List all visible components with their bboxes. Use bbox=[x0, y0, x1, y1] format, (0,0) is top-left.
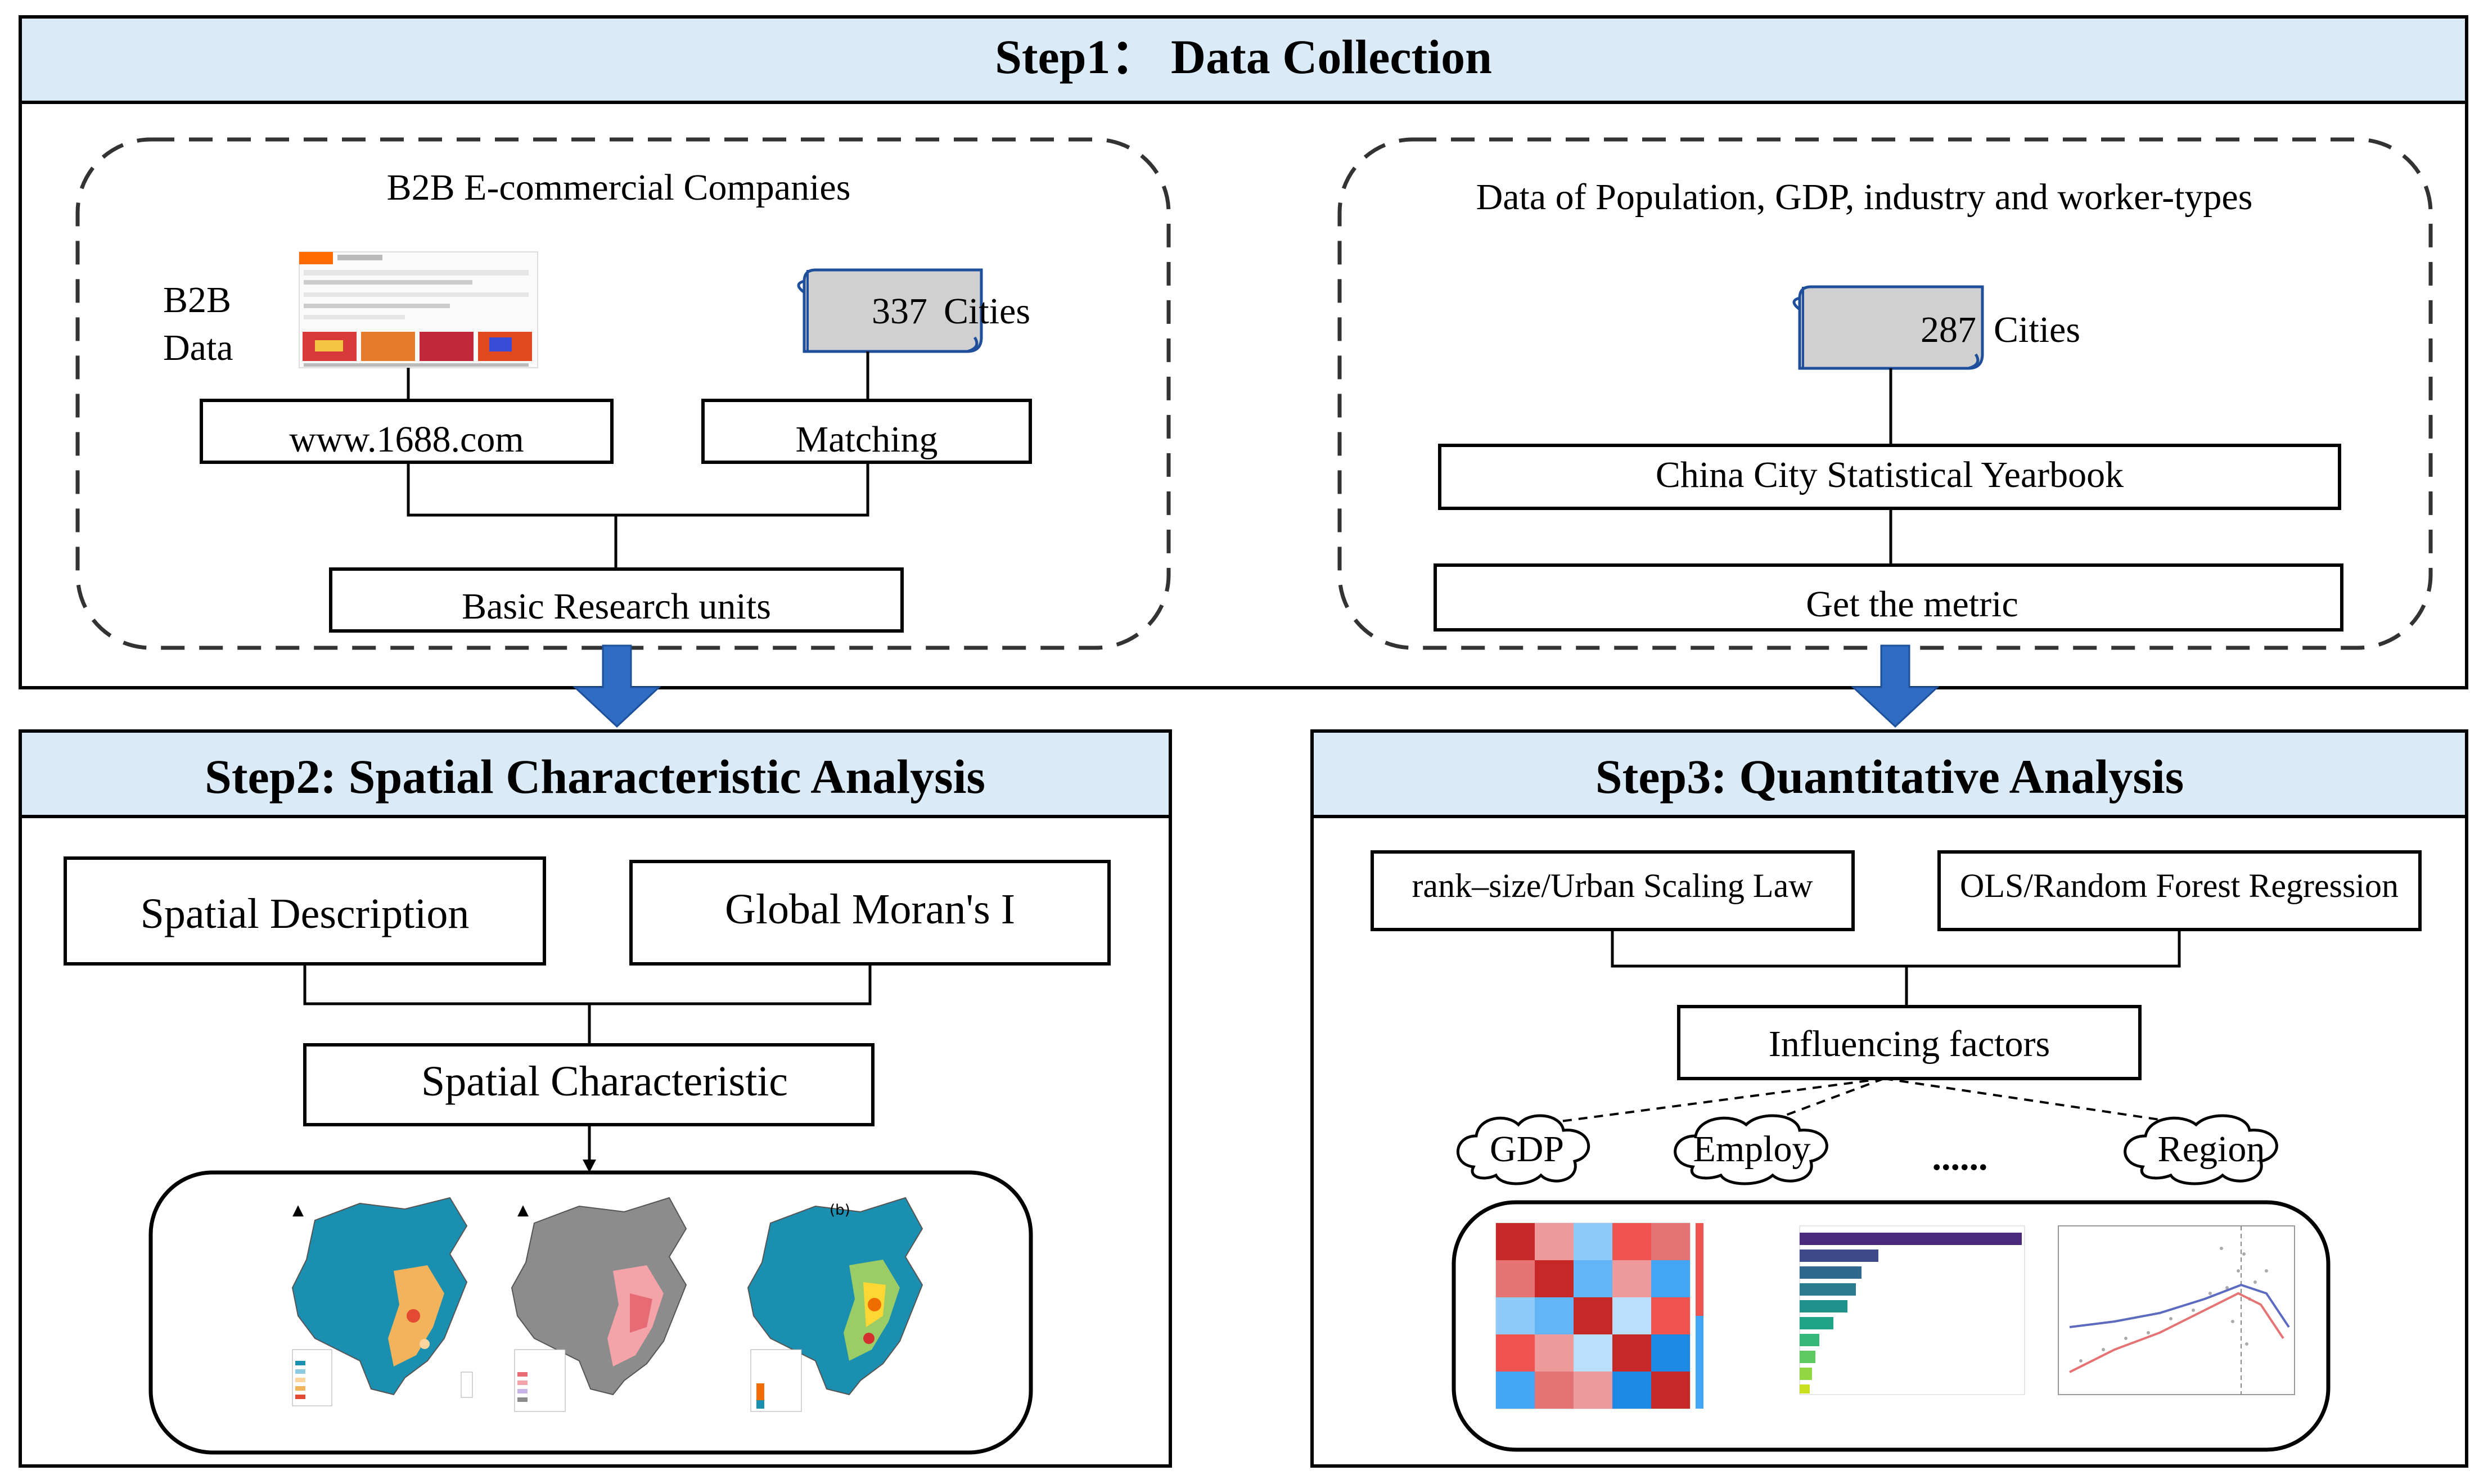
connector-merge-step2 bbox=[303, 964, 872, 1005]
scroll-icon bbox=[797, 268, 983, 353]
rank-size-box bbox=[1371, 850, 1855, 931]
svg-text:(b): (b) bbox=[830, 1202, 850, 1219]
global-morans-i-box bbox=[629, 860, 1111, 966]
get-metric-box bbox=[1434, 563, 2343, 632]
b2b-data-label-line1: B2B bbox=[163, 279, 231, 321]
step2-section: Step2: Spatial Characteristic Analysis S… bbox=[19, 729, 1172, 1468]
matching-box bbox=[701, 399, 1032, 464]
step3-header bbox=[1310, 729, 2468, 818]
statistics-group-title: Data of Population, GDP, industry and wo… bbox=[1476, 177, 2253, 218]
cloud-icon bbox=[1674, 1114, 1828, 1185]
yearbook-box bbox=[1438, 444, 2341, 510]
factors-ellipsis: ...... bbox=[1932, 1137, 1988, 1178]
heatmap-thumbnail bbox=[1495, 1223, 1703, 1409]
yearbook-box-label: China City Statistical Yearbook bbox=[1656, 454, 2124, 495]
step1-header bbox=[19, 15, 2468, 104]
step1-title: Step1： Data Collection bbox=[995, 30, 1492, 84]
website-box bbox=[200, 399, 614, 464]
influencing-factors-box bbox=[1677, 1005, 2142, 1080]
svg-text:▲: ▲ bbox=[517, 1202, 529, 1219]
get-metric-label: Get the metric bbox=[1806, 584, 2018, 625]
statistics-cities-count: 287 bbox=[1921, 309, 1976, 350]
cloud-icon bbox=[1457, 1114, 1590, 1185]
influencing-factors-label: Influencing factors bbox=[1769, 1023, 2050, 1064]
b2b-cities-count: 337 bbox=[872, 291, 927, 332]
arrow-down-icon bbox=[1851, 644, 1940, 728]
cloud-icon bbox=[2124, 1114, 2278, 1185]
bar-chart-thumbnail bbox=[1799, 1225, 2025, 1395]
ols-random-forest-label: OLS/Random Forest Regression bbox=[1960, 867, 2399, 904]
rank-size-label: rank–size/Urban Scaling Law bbox=[1412, 867, 1813, 904]
basic-research-units-label: Basic Research units bbox=[462, 586, 771, 627]
factor-gdp-label: GDP bbox=[1490, 1129, 1564, 1170]
global-morans-i-label: Global Moran's I bbox=[725, 886, 1015, 933]
b2b-data-label-line2: Data bbox=[163, 327, 233, 368]
matching-box-label: Matching bbox=[796, 419, 938, 460]
scatter-plot-thumbnail bbox=[2058, 1225, 2295, 1395]
china-map-thumbnail: (b) bbox=[747, 1197, 923, 1412]
arrow-head-icon bbox=[583, 1160, 596, 1172]
connector-merge-left bbox=[407, 462, 869, 517]
spatial-description-label: Spatial Description bbox=[141, 890, 470, 937]
arrow-down-icon bbox=[573, 644, 661, 728]
basic-research-units-box bbox=[329, 567, 904, 633]
china-map-thumbnail: ▲ bbox=[511, 1197, 687, 1412]
step2-header bbox=[19, 729, 1172, 818]
dashed-link-region bbox=[1883, 1077, 2194, 1126]
statistics-cities-label: Cities bbox=[1994, 309, 2080, 350]
ols-random-forest-box bbox=[1937, 850, 2422, 931]
step3-section: Step3: Quantitative Analysis rank–size/U… bbox=[1310, 729, 2468, 1468]
svg-text:▲: ▲ bbox=[292, 1202, 304, 1219]
spatial-characteristic-label: Spatial Characteristic bbox=[421, 1058, 788, 1105]
step3-title: Step3: Quantitative Analysis bbox=[1595, 750, 2184, 804]
dashed-link-gdp bbox=[1535, 1077, 1885, 1126]
china-map-thumbnail: ▲ bbox=[291, 1197, 473, 1406]
connector-merge-step3 bbox=[1611, 930, 2181, 968]
step2-title: Step2: Spatial Characteristic Analysis bbox=[205, 750, 985, 804]
b2b-cities-label: Cities bbox=[944, 291, 1030, 332]
b2b-group-title: B2B E-commercial Companies bbox=[387, 167, 851, 208]
website-box-label: www.1688.com bbox=[289, 419, 524, 460]
scroll-icon bbox=[1792, 285, 1984, 370]
factor-region-label: Region bbox=[2158, 1129, 2265, 1170]
factor-employ-label: Employ bbox=[1693, 1129, 1811, 1170]
step1-section: Step1： Data Collection B2B E-commercial … bbox=[19, 15, 2468, 689]
dashed-link-employ bbox=[1760, 1077, 1885, 1126]
website-screenshot-thumbnail bbox=[299, 251, 538, 368]
